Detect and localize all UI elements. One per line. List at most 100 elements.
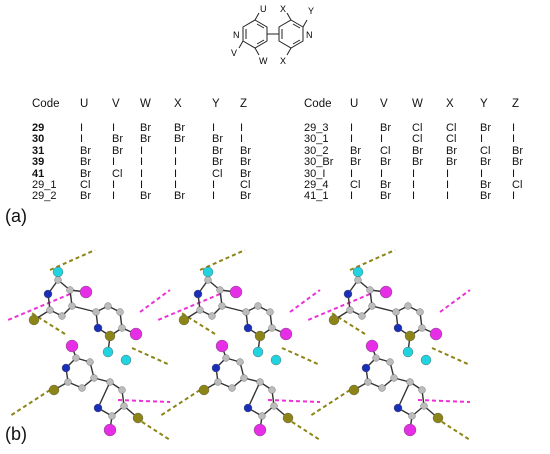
carbon-atom <box>242 308 250 316</box>
left-table-cell: Br <box>240 190 251 203</box>
iodine-atom <box>129 327 143 341</box>
left-table-cell: I <box>212 179 216 191</box>
left-table-cell: Br <box>174 122 185 134</box>
left-table-cell: Br <box>174 190 185 203</box>
carbon-atom <box>86 358 94 366</box>
right-table-cell: Cl <box>512 179 523 191</box>
bromine-atom <box>254 330 266 342</box>
halogen-bond-line <box>159 389 201 417</box>
left-table-row-code: 29_2 <box>32 190 57 203</box>
carbon-atom <box>372 354 380 362</box>
halogen-bond-line <box>157 293 221 321</box>
halogen-bond-line <box>439 289 471 313</box>
left-table-cell: Br <box>140 133 151 146</box>
nitrogen-atom <box>243 403 253 413</box>
carbon-atom <box>416 308 424 316</box>
left-table-header-z: Z <box>240 98 248 110</box>
nitrogen-atom <box>93 323 103 333</box>
left-table-header-w: W <box>140 98 151 110</box>
right-table-cell: I <box>412 179 416 191</box>
right-table-cell: I <box>446 167 450 180</box>
chlorine-atom <box>120 354 132 366</box>
right-table-cell: Br <box>446 156 457 169</box>
left-table-cell: I <box>212 122 216 134</box>
right-table-cell: I <box>380 167 384 180</box>
nitrogen-right-label: N <box>306 30 313 40</box>
right-table-row-code: 29_3 <box>304 122 329 134</box>
chlorine-atom <box>402 346 414 358</box>
right-table-row-code: 30_I <box>304 167 326 180</box>
right-table-cell: Br <box>350 144 361 157</box>
right-table-row-code: 30_2 <box>304 144 329 157</box>
right-table-cell: Br <box>512 144 523 157</box>
halogen-bond-line <box>349 249 396 271</box>
nitrogen-atom <box>211 363 221 373</box>
bromine-atom <box>104 330 116 342</box>
left-table-row-code: 29 <box>32 122 45 134</box>
carbon-atom <box>46 306 54 314</box>
right-table-cell: Br <box>412 156 423 169</box>
right-table-cell: I <box>512 190 516 203</box>
bromine-atom <box>28 314 40 326</box>
right-table-cell: Cl <box>446 122 457 134</box>
halogen-bond-line <box>431 347 471 366</box>
chlorine-atom <box>252 346 264 358</box>
right-table-cell: Cl <box>480 144 491 157</box>
substituent-w-label: W <box>259 56 268 66</box>
substituent-u-label: U <box>260 4 267 14</box>
carbon-atom <box>106 378 114 386</box>
carbon-atom <box>78 384 86 392</box>
carbon-atom <box>406 378 414 386</box>
iodine-atom <box>379 285 393 299</box>
right-table-cell: I <box>350 133 354 146</box>
bond-line <box>397 381 411 409</box>
crystal-packing-diagram <box>7 249 471 441</box>
bromine-atom <box>48 384 60 396</box>
carbon-atom <box>58 312 66 320</box>
carbon-atom <box>208 312 216 320</box>
nitrogen-atom <box>343 289 353 299</box>
halogen-bond-line <box>307 293 371 321</box>
halogen-bond-line <box>267 399 321 403</box>
left-table-header-u: U <box>80 98 89 110</box>
carbon-atom <box>236 358 244 366</box>
left-table-cell: I <box>80 122 84 134</box>
carbon-atom <box>228 384 236 392</box>
bond-line <box>371 305 397 313</box>
left-table-header-x: X <box>174 98 182 110</box>
right-table-cell: I <box>446 190 450 203</box>
bond-line <box>71 305 97 313</box>
left-table-header-v: V <box>112 98 120 110</box>
right-table-row-code: 30_1 <box>304 133 329 146</box>
carbon-atom <box>268 386 276 394</box>
carbon-atom <box>354 276 362 284</box>
bromine-atom <box>282 412 294 424</box>
halogen-bond-line <box>199 249 246 271</box>
carbon-atom <box>390 374 398 382</box>
carbon-atom <box>214 378 222 386</box>
halogen-bond-line <box>7 293 71 321</box>
nitrogen-atom <box>43 289 53 299</box>
left-table-cell: Cl <box>240 179 251 191</box>
carbon-atom <box>216 286 224 294</box>
nitrogen-atom <box>361 363 371 373</box>
carbon-atom <box>218 302 226 310</box>
left-table-cell: I <box>140 144 144 157</box>
carbon-atom <box>68 302 76 310</box>
left-table-cell: I <box>112 122 116 134</box>
left-table-cell: I <box>140 179 144 191</box>
carbon-atom <box>366 286 374 294</box>
left-table-row-code: 30 <box>32 133 45 146</box>
right-table-cell: I <box>446 179 450 191</box>
carbon-atom <box>420 402 428 410</box>
left-table-cell: Cl <box>212 167 223 180</box>
carbon-atom <box>204 276 212 284</box>
right-table-header-y: Y <box>480 98 488 110</box>
right-table-cell: Cl <box>446 133 457 146</box>
nitrogen-atom <box>93 403 103 413</box>
right-table-cell: Cl <box>350 179 361 191</box>
right-table-row-code: 30_Br <box>304 156 334 169</box>
iodine-atom <box>65 339 79 353</box>
right-table-cell: Br <box>380 190 391 203</box>
